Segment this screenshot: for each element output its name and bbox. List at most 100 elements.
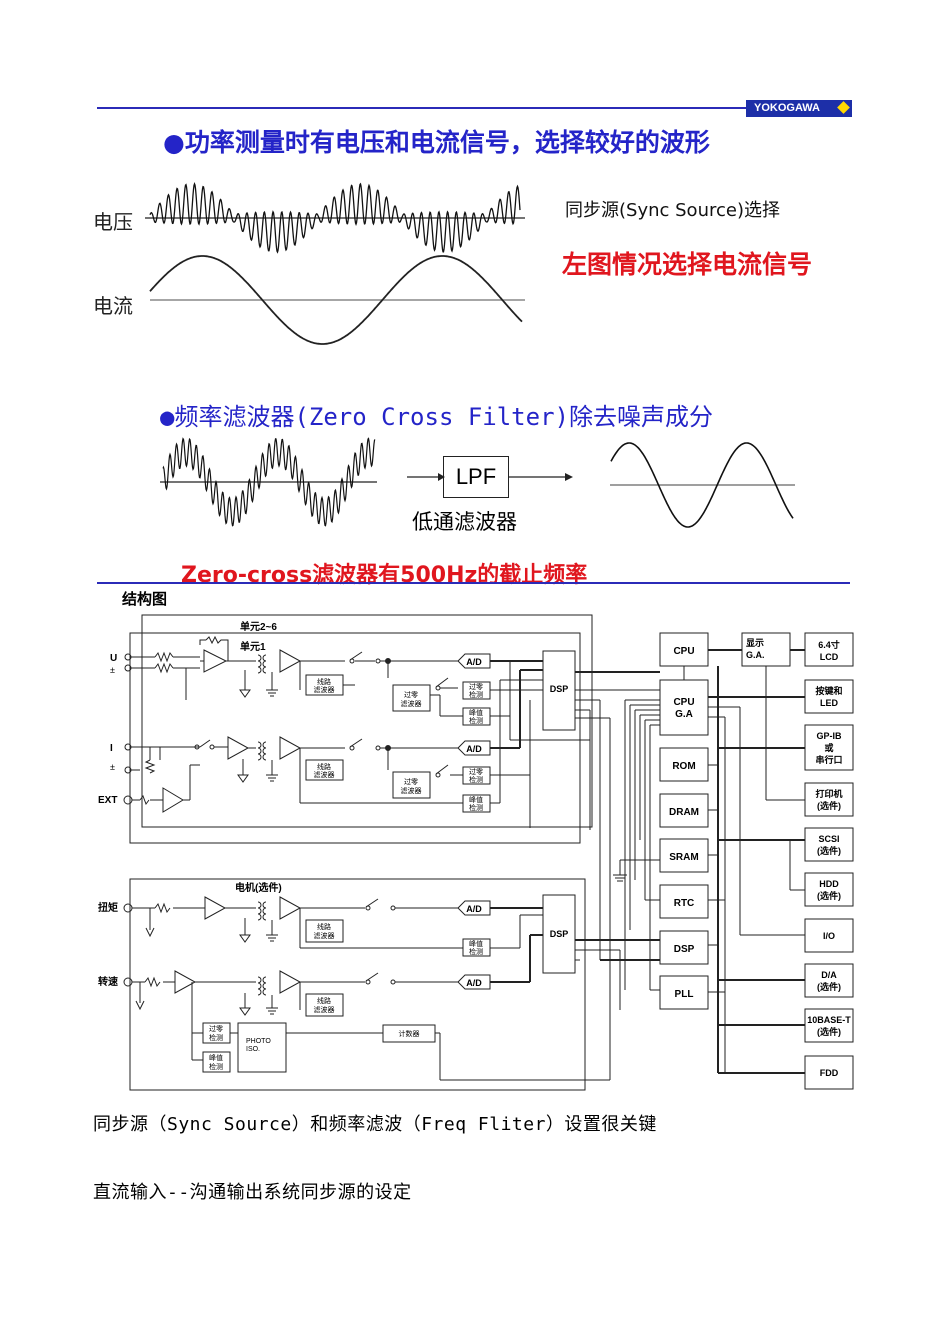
resistor-icon [144,759,156,774]
ground-icon [239,1007,251,1016]
terminal-speed-icon [123,977,133,987]
amp-i2-icon [279,736,302,760]
svg-text:6.4寸: 6.4寸 [818,639,840,650]
10baset-block [804,1008,854,1043]
svg-text:DSP: DSP [550,929,569,939]
svg-text:(选件): (选件) [817,981,841,992]
svg-text:SCSI: SCSI [818,834,839,844]
svg-text:(选件): (选件) [817,800,841,811]
body-line-1: 同步源（Sync Source）和频率滤波（Freq Fliter）设置很关键 [93,1114,657,1135]
yokogawa-logo: YOKOGAWA [746,100,852,117]
motor-frame [129,878,586,1091]
header-rule [97,107,747,109]
ground-icon [613,874,627,882]
svg-text:CPU: CPU [673,697,694,708]
svg-text:GP-IB: GP-IB [816,731,842,741]
svg-text:I/O: I/O [823,931,835,941]
svg-text:峰值: 峰值 [209,1053,223,1062]
svg-text:检测: 检测 [469,947,483,956]
svg-text:线路: 线路 [317,922,331,931]
svg-text:检测: 检测 [209,1062,223,1071]
svg-text:HDD: HDD [819,879,839,889]
svg-text:检测: 检测 [469,690,483,699]
svg-text:过零: 过零 [404,690,418,699]
gpib-block [804,724,854,771]
svg-text:G.A.: G.A. [746,650,765,660]
transformer-icon [257,901,267,921]
current-label: 电流 [93,294,133,318]
filter-illustration [160,437,795,528]
svg-text:过零: 过零 [469,767,483,776]
voltage-label: 电压 [93,210,133,234]
section2-title: ●频率滤波器(Zero Cross Filter)除去噪声成分 [160,403,713,431]
zero-filter-box [392,771,431,799]
svg-text:线路: 线路 [317,996,331,1005]
svg-text:CPU: CPU [673,646,694,657]
svg-text:滤波器: 滤波器 [314,1005,335,1014]
svg-text:滤波器: 滤波器 [314,685,335,694]
ground-icon [266,774,278,782]
zero-filter-box [392,684,431,712]
svg-text:滤波器: 滤波器 [401,699,422,708]
svg-text:线路: 线路 [317,762,331,771]
amp-u2-icon [279,649,302,673]
transformer-icon [257,741,267,761]
svg-text:A/D: A/D [466,904,482,914]
photo-iso-box [237,1022,287,1073]
terminal-torque-icon [123,903,133,913]
dsp-center-block [659,930,709,965]
svg-text:ISO.: ISO. [246,1046,260,1053]
input-u-pm: ± [110,665,115,675]
input-i-pm: ± [110,762,115,772]
input-torque: 扭矩 [98,901,118,914]
svg-text:滤波器: 滤波器 [401,786,422,795]
ground-icon [266,934,278,942]
lcd-block [804,632,854,667]
lpf-block: LPF [443,456,509,498]
svg-text:过零: 过零 [209,1024,223,1033]
ground-arrow-icon [135,1000,145,1011]
da-block [804,963,854,998]
motor-label: 电机(选件) [235,881,282,894]
input-i: I [110,743,113,754]
amp-u-icon [203,649,228,673]
unit1-label: 单元1 [240,640,266,653]
svg-text:峰值: 峰值 [469,939,483,948]
output-arrowhead-icon [565,473,573,481]
terminal-ext-icon [123,795,133,805]
svg-text:PLL: PLL [675,989,694,1000]
svg-text:线路: 线路 [317,677,331,686]
body-line-2: 直流输入--沟通输出系统同步源的设定 [93,1182,412,1203]
amp-ext-icon [162,787,184,813]
line-filter-box [305,759,344,781]
ground-icon [266,1007,278,1015]
resistor-icon [139,794,150,806]
svg-text:10BASE-T: 10BASE-T [807,1015,851,1025]
waveform-plot [145,182,525,345]
svg-text:检测: 检测 [469,803,483,812]
svg-text:计数器: 计数器 [399,1029,420,1038]
amp-speed2-icon [279,970,302,994]
ground-icon [266,689,278,697]
svg-text:RTC: RTC [674,898,695,909]
unit-frame-back [141,614,593,828]
svg-text:D/A: D/A [821,970,837,980]
svg-text:(选件): (选件) [817,890,841,901]
svg-text:DSP: DSP [550,684,569,694]
svg-text:(选件): (选件) [817,845,841,856]
svg-text:过零: 过零 [404,777,418,786]
svg-text:打印机: 打印机 [815,788,842,799]
input-speed: 转速 [98,975,118,988]
amp-torque-icon [204,896,227,920]
amp-torque2-icon [279,896,302,920]
svg-text:DSP: DSP [674,944,695,955]
resistor-icon [154,662,174,674]
ground-icon [239,934,251,943]
resistor-icon [144,976,161,988]
svg-text:显示: 显示 [746,638,764,648]
section-rule [97,582,850,584]
resistor-icon [154,651,174,663]
svg-text:A/D: A/D [466,657,482,667]
svg-text:LED: LED [820,698,839,708]
svg-text:检测: 检测 [209,1033,223,1042]
